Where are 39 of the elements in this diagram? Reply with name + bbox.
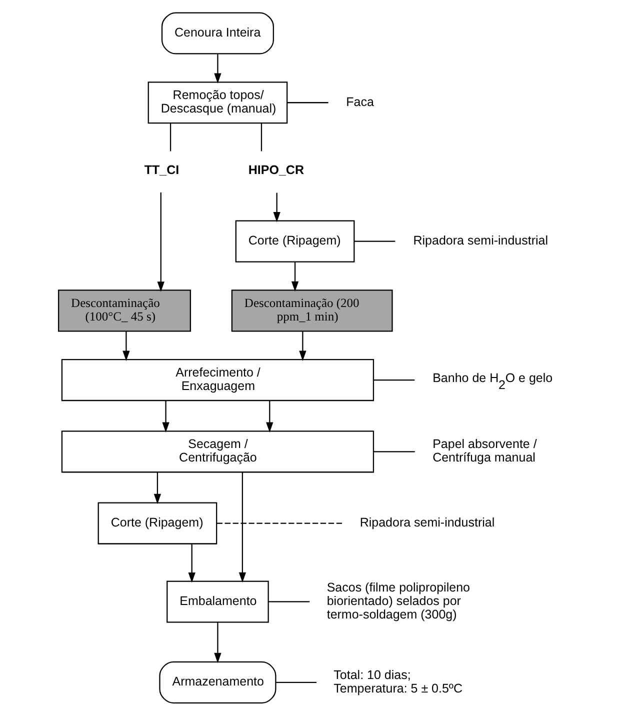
node-box: Remoção topos/ Descasque (manual) bbox=[148, 82, 288, 124]
connector bbox=[374, 379, 415, 381]
node-box: Descontaminação (100°C_ 45 s) bbox=[58, 290, 191, 332]
arrow bbox=[188, 544, 196, 583]
node-box: Descontaminação (200 ppm_1 min) bbox=[231, 290, 393, 332]
node-text: Ripadora semi-industrial bbox=[413, 234, 548, 248]
arrow bbox=[122, 331, 130, 361]
arrow bbox=[299, 331, 306, 361]
node-text: Papel absorvente / Centrífuga manual bbox=[432, 437, 537, 465]
arrow bbox=[273, 192, 280, 222]
connector bbox=[354, 240, 396, 242]
connector bbox=[276, 682, 316, 684]
node-box: Armazenamento bbox=[159, 661, 276, 704]
node-box: Arrefecimento / Enxaguagem bbox=[61, 359, 374, 402]
arrow bbox=[291, 262, 299, 292]
connector bbox=[268, 601, 310, 602]
node-box: Corte (Ripagem) bbox=[98, 502, 218, 544]
connector bbox=[287, 102, 328, 104]
node-text: Total: 10 dias; Temperatura: 5 ± 0.5ºC bbox=[334, 668, 463, 696]
node-box: Embalamento bbox=[166, 580, 269, 623]
node-box: Secagem / Centrifugação bbox=[61, 430, 374, 473]
node-text: TT_CI bbox=[144, 163, 180, 178]
arrow bbox=[157, 192, 164, 292]
arrow bbox=[214, 622, 222, 664]
arrow bbox=[154, 472, 162, 504]
connector bbox=[216, 522, 342, 524]
node-text: HIPO_CR bbox=[248, 163, 304, 178]
node-box: Corte (Ripagem) bbox=[235, 220, 355, 262]
node-text: Sacos (filme polipropileno biorientado) selados por termo-soldagem (300g) bbox=[326, 580, 470, 622]
arrow bbox=[266, 400, 274, 432]
node-text: Faca bbox=[346, 94, 374, 109]
arrow bbox=[214, 54, 222, 84]
node-box: Cenoura Inteira bbox=[161, 12, 274, 54]
node-text: Ripadora semi-industrial bbox=[360, 515, 495, 530]
connector bbox=[374, 451, 415, 452]
arrow bbox=[238, 472, 246, 583]
connector bbox=[260, 123, 262, 152]
connector bbox=[170, 123, 172, 152]
arrow bbox=[162, 400, 170, 432]
